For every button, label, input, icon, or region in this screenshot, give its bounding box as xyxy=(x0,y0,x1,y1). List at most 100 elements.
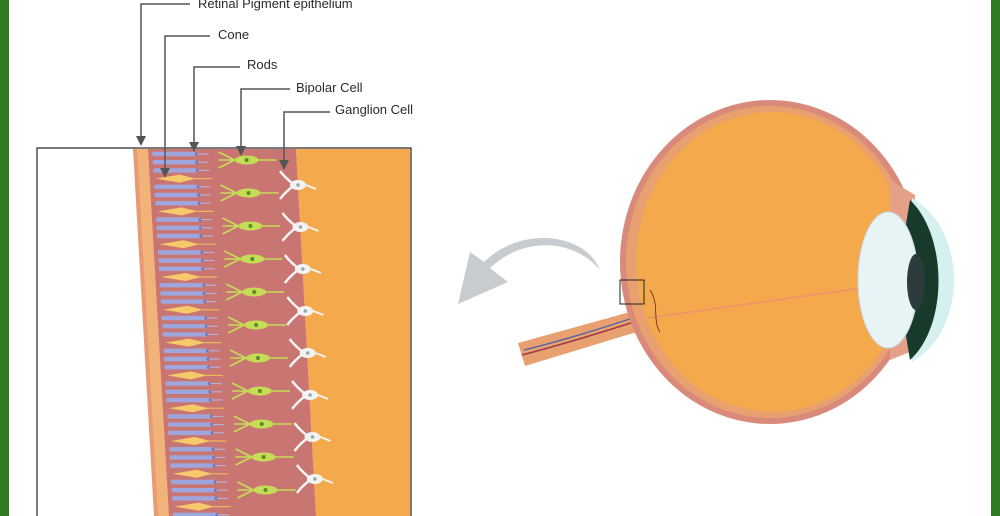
leader-ganglion xyxy=(283,111,330,164)
rod-cell xyxy=(163,348,208,353)
rod-cell xyxy=(160,299,205,304)
rod-nucleus xyxy=(208,390,212,394)
label-rods: Rods xyxy=(247,57,278,72)
rod-cell xyxy=(158,266,203,271)
leader-bipolar xyxy=(240,88,290,150)
rod-nucleus xyxy=(202,291,206,295)
vitreous-body xyxy=(636,112,908,412)
rod-cell xyxy=(158,258,203,263)
ganglion-axon xyxy=(322,478,334,484)
rod-cell xyxy=(162,332,207,337)
bipolar-dendrites xyxy=(231,382,249,400)
arrowhead-rpe xyxy=(136,136,146,146)
bipolar-nucleus xyxy=(254,323,259,327)
bipolar-nucleus xyxy=(257,389,262,393)
cone-cell xyxy=(172,469,213,478)
right-frame-border xyxy=(991,0,1000,516)
rod-cell xyxy=(152,160,197,165)
rod-cell xyxy=(165,389,210,394)
rod-nucleus xyxy=(195,168,199,172)
label-ganglion-cell: Ganglion Cell xyxy=(335,102,414,117)
ganglion-axon xyxy=(310,268,322,274)
rod-nucleus xyxy=(206,357,210,361)
optic-nerve xyxy=(518,292,658,366)
label-retinal-pigment-epithelium: Retinal Pigment epithelium xyxy=(198,0,353,11)
rod-nucleus xyxy=(201,267,205,271)
rod-nucleus xyxy=(197,193,201,197)
cone-cell xyxy=(161,273,202,281)
rod-nucleus xyxy=(205,332,209,336)
bipolar-nucleus xyxy=(250,257,255,261)
cone-cell xyxy=(166,371,207,380)
rod-cell xyxy=(171,496,216,501)
photoreceptor-layer xyxy=(152,151,231,516)
rod-cell xyxy=(154,192,199,198)
leader-rpe xyxy=(140,3,190,140)
rod-cell xyxy=(171,479,216,485)
rod-cell xyxy=(155,201,200,206)
rod-cell xyxy=(157,250,202,255)
rod-nucleus xyxy=(212,464,216,468)
rod-cell xyxy=(168,430,213,435)
rod-cell xyxy=(164,356,209,362)
arrowhead-cone xyxy=(160,168,170,178)
rod-nucleus xyxy=(210,431,214,435)
bipolar-nucleus xyxy=(255,356,260,360)
ganglion-axon xyxy=(315,352,327,358)
ganglion-nucleus xyxy=(308,393,312,397)
bipolar-nucleus xyxy=(244,158,249,162)
rod-nucleus xyxy=(196,185,200,189)
sclera-strip xyxy=(133,149,158,516)
cone-cell xyxy=(170,437,211,445)
left-frame-border xyxy=(0,0,9,516)
bipolar-dendrites xyxy=(225,283,243,301)
curved-arrow xyxy=(458,238,600,304)
bipolar-layer xyxy=(218,151,296,499)
cone-cell xyxy=(155,174,196,183)
label-bipolar-cell: Bipolar Cell xyxy=(296,80,363,95)
bipolar-nucleus xyxy=(261,455,266,459)
arrowhead-ganglion xyxy=(279,160,289,170)
cone-cell xyxy=(163,305,204,314)
rod-cell xyxy=(162,324,207,329)
rod-nucleus xyxy=(209,414,213,418)
rod-nucleus xyxy=(212,455,216,459)
bipolar-dendrites xyxy=(220,184,237,202)
cone-cell xyxy=(159,240,200,249)
rod-cell xyxy=(161,315,206,321)
bipolar-nucleus xyxy=(252,290,257,294)
bipolar-dendrites xyxy=(237,481,254,499)
bipolar-dendrites xyxy=(227,316,245,334)
bipolar-nucleus xyxy=(248,224,253,228)
rod-nucleus xyxy=(200,259,204,263)
bipolar-dendrites xyxy=(218,151,235,169)
bipolar-dendrites xyxy=(229,349,247,367)
ganglion-layer xyxy=(279,170,334,494)
arrowhead-rods xyxy=(189,142,199,152)
ganglion-nucleus xyxy=(303,309,308,313)
rod-nucleus xyxy=(208,398,212,402)
rod-cell xyxy=(159,283,204,288)
bipolar-dendrites xyxy=(222,217,239,235)
rod-nucleus xyxy=(198,226,203,230)
bipolar-dendrites xyxy=(223,250,241,268)
cone-cell xyxy=(168,404,209,413)
retinal-vessel xyxy=(649,289,661,333)
rod-cell xyxy=(165,381,210,386)
rod-nucleus xyxy=(197,201,201,205)
rod-cell xyxy=(164,365,209,370)
zoom-marker xyxy=(619,279,645,305)
rod-cell xyxy=(156,217,201,222)
rod-cell xyxy=(169,455,214,460)
cone-cell xyxy=(165,338,206,347)
rod-cell xyxy=(170,463,215,468)
ganglion-axon xyxy=(305,184,317,190)
rod-nucleus xyxy=(210,423,214,427)
optic-vessel xyxy=(521,319,641,356)
rod-cell xyxy=(169,447,214,452)
bipolar-dendrites xyxy=(235,448,252,466)
rod-nucleus xyxy=(211,447,215,451)
rod-nucleus xyxy=(203,300,207,304)
leader-lines xyxy=(140,3,330,172)
